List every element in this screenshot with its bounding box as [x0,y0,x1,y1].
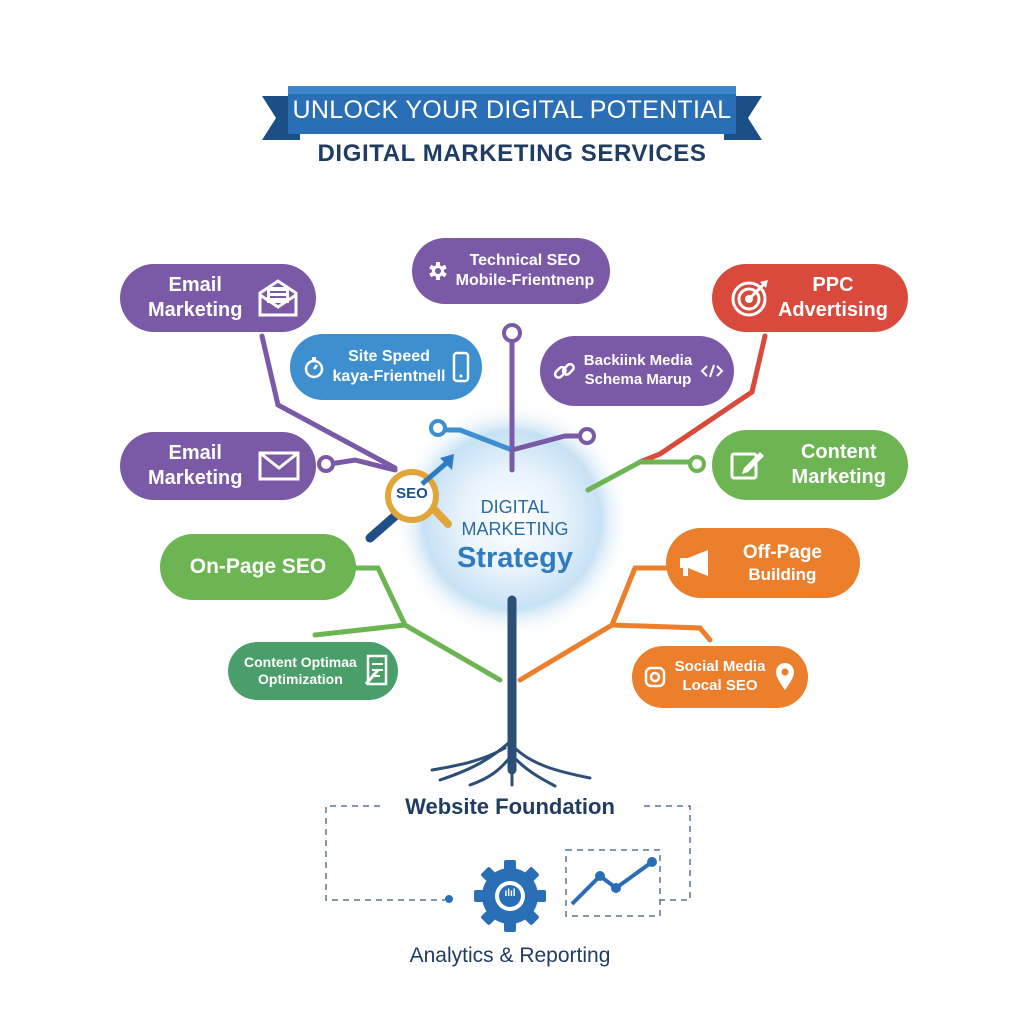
instagram-icon [644,666,666,688]
mobile-phone-icon [452,351,470,383]
edit-icon [730,448,766,482]
foundation-frame [325,805,691,917]
gear-chart-icon [474,860,546,932]
node-ppc-advertising[interactable]: PPC Advertising [712,264,908,332]
seo-badge: SEO [396,485,428,502]
node-email-marketing-top[interactable]: Email Marketing [120,264,316,332]
node-off-page-line1: Off-Page [742,541,822,563]
node-site-speed[interactable]: Site Speed kaya-Frientnell [290,334,482,400]
megaphone-icon [678,548,714,578]
website-foundation-label: Website Foundation [405,794,615,819]
node-email-mid-line2: Marketing [148,467,243,489]
node-social-line1: Social Media [674,658,766,676]
stopwatch-icon [302,355,326,379]
banner-title: UNLOCK YOUR DIGITAL POTENTIAL [292,95,732,124]
node-email-top-line1: Email [168,274,222,296]
node-ppc-line2: Advertising [777,299,888,321]
document-icon [364,654,390,688]
node-backlink-line1: Backiink Media [583,352,693,370]
node-email-top-line2: Marketing [148,299,243,321]
banner-ribbon [262,86,762,140]
node-content-marketing-line2: Marketing [791,466,886,488]
open-envelope-icon [256,279,300,317]
node-content-opt-line1: Content Optimaa [244,653,357,670]
node-content-opt-line2: Optimization [258,671,343,687]
foundation-dot [445,895,453,903]
center-label: DIGITAL MARKETING Strategy [430,496,600,576]
code-icon [700,363,724,379]
node-social-line2: Local SEO [682,677,758,694]
node-backlink-line2: Schema Marup [584,371,692,388]
node-content-optimization[interactable]: Content Optimaa Optimization [228,642,398,700]
node-email-mid-line1: Email [168,442,222,464]
envelope-icon [258,451,300,481]
node-site-speed-line1: Site Speed [348,348,430,365]
node-email-marketing-mid[interactable]: Email Marketing [120,432,316,500]
node-off-page-line2: Building [748,565,817,585]
link-icon [552,359,576,383]
node-social-local[interactable]: Social Media Local SEO [632,646,808,708]
gear-badge: ılıl [504,888,516,899]
node-technical-seo-line1: Technical SEO [469,252,581,269]
gear-icon [428,261,448,281]
node-content-marketing-line1: Content [800,441,877,463]
node-site-speed-line2: kaya-Frientnell [332,368,446,385]
connector-lines [259,323,768,788]
seo-magnifier-icon [365,454,454,543]
center-line-3: Strategy [456,542,574,574]
center-line-1: DIGITAL [480,497,550,517]
location-pin-icon [774,662,796,692]
node-backlink-schema[interactable]: Backiink Media Schema Marup [540,336,734,406]
node-on-page-seo[interactable]: On-Page SEO [160,534,356,600]
node-off-page[interactable]: Off-Page Building [666,528,860,598]
line-chart-icon [570,857,657,906]
node-ppc-line1: PPC [812,274,854,296]
node-content-marketing[interactable]: Content Marketing [712,430,908,500]
target-icon [730,278,770,318]
node-technical-seo[interactable]: Technical SEO Mobile-Frientnenp [412,238,610,304]
page-subtitle: DIGITAL MARKETING SERVICES [317,140,707,167]
node-technical-seo-line2: Mobile-Frientnenp [455,272,595,289]
node-on-page-seo-line1: On-Page SEO [189,554,327,578]
analytics-reporting-label: Analytics & Reporting [409,944,611,967]
center-line-2: MARKETING [461,519,569,539]
